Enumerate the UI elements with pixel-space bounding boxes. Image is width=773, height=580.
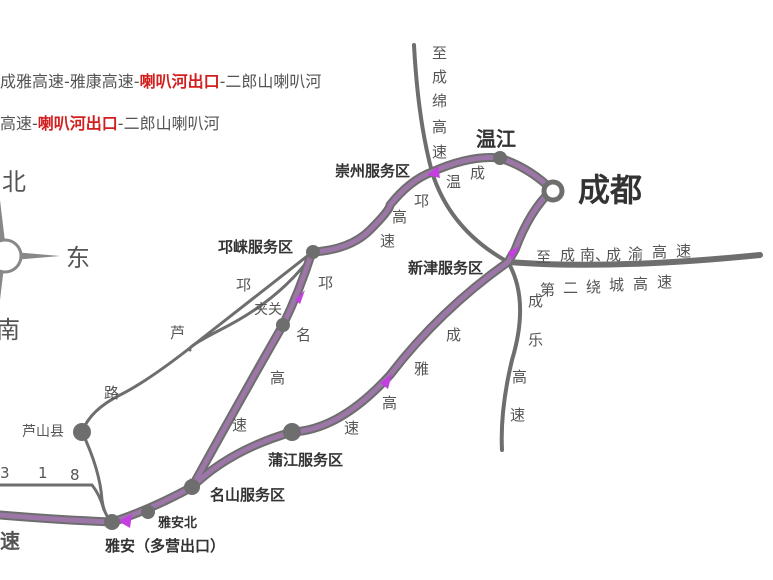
svg-text:1: 1	[38, 464, 48, 482]
arrow-icon	[295, 290, 305, 304]
svg-text:雅: 雅	[414, 360, 429, 378]
svg-text:8: 8	[70, 466, 80, 484]
road-chengle	[499, 260, 523, 452]
svg-text:高: 高	[633, 275, 648, 293]
svg-text:芦: 芦	[170, 324, 185, 342]
svg-text:成: 成	[606, 246, 621, 264]
compass-icon: 北 东 南	[0, 168, 90, 344]
label-lushan: 芦山县	[22, 424, 64, 440]
road-lushan-yaan	[80, 430, 114, 524]
svg-text:城: 城	[609, 276, 624, 294]
svg-text:渝: 渝	[628, 245, 643, 263]
road-318	[0, 483, 106, 512]
wenjiang-marker	[493, 151, 507, 165]
qionglai-marker	[306, 245, 320, 259]
svg-text:成: 成	[560, 246, 575, 264]
arrow-icon	[508, 246, 520, 260]
svg-text:高: 高	[270, 369, 285, 387]
svg-text:高: 高	[512, 368, 527, 386]
svg-text:速: 速	[0, 529, 20, 553]
road-lu-qiong-outer	[80, 248, 317, 434]
svg-text:成: 成	[446, 326, 461, 344]
arrow-icon	[380, 374, 392, 389]
pujiang-marker	[283, 423, 301, 441]
svg-text:3: 3	[0, 464, 10, 482]
svg-text:乐: 乐	[528, 331, 543, 349]
chengdu-marker	[541, 179, 565, 203]
svg-text:绕: 绕	[586, 278, 601, 296]
svg-text:二: 二	[563, 279, 578, 297]
arrow-icon	[427, 166, 440, 178]
route-description-2: 高速-喇叭河出口-二郎山喇叭河	[0, 114, 220, 133]
svg-text:高: 高	[392, 208, 407, 226]
compass-east: 东	[66, 244, 90, 272]
road-lu-qiong-inner	[187, 253, 314, 352]
route-description-1: 成雅高速-雅康高速-喇叭河出口-二郎山喇叭河	[0, 72, 322, 91]
label-yaanbei: 雅安北	[158, 515, 197, 531]
road-wen-xinjin	[430, 170, 510, 264]
label-chengdu: 成都	[578, 171, 642, 209]
svg-text:成: 成	[470, 164, 485, 182]
svg-text:速: 速	[344, 419, 359, 437]
compass-north: 北	[2, 168, 26, 196]
svg-text:第: 第	[540, 281, 555, 299]
road-chengmian	[412, 43, 434, 174]
label-chongzhou: 崇州服务区	[335, 162, 410, 180]
label-qionglai: 邛崃服务区	[218, 238, 293, 256]
label-xinjin: 新津服务区	[408, 259, 483, 277]
road-chengnan	[505, 252, 763, 268]
svg-text:速: 速	[676, 242, 691, 260]
svg-text:温: 温	[446, 173, 461, 191]
svg-text:高: 高	[382, 394, 397, 412]
svg-text:邛: 邛	[318, 274, 333, 292]
yaanbei-marker	[141, 505, 155, 519]
svg-text:成: 成	[432, 68, 447, 86]
svg-text:速: 速	[657, 273, 672, 291]
svg-text:至: 至	[432, 44, 447, 62]
jiaguan-marker	[276, 318, 290, 332]
mingshan-marker	[184, 479, 200, 495]
svg-text:路: 路	[104, 384, 119, 402]
svg-text:速: 速	[432, 143, 447, 161]
road-labels: 至成绵高速 温成 邛高速 至成南、成渝高速 第二绕城高速 成乐高速 成雅高速 邛…	[0, 44, 691, 553]
label-wenjiang: 温江	[476, 127, 516, 151]
svg-text:成: 成	[528, 292, 543, 310]
compass-south: 南	[0, 316, 20, 344]
label-mingshan: 名山服务区	[210, 486, 285, 504]
svg-text:速: 速	[380, 232, 395, 250]
svg-text:绵: 绵	[432, 92, 447, 110]
svg-text:速: 速	[510, 406, 525, 424]
svg-text:至: 至	[536, 248, 551, 266]
arrow-icon	[118, 514, 132, 528]
label-pujiang: 蒲江服务区	[268, 451, 343, 469]
svg-text:高: 高	[652, 243, 667, 261]
svg-text:邛: 邛	[414, 192, 429, 210]
svg-text:高: 高	[432, 118, 447, 136]
lushan-marker	[73, 423, 91, 441]
label-jiaguan: 夹关	[254, 302, 282, 318]
label-yaan: 雅安（多营出口）	[104, 537, 225, 555]
yaan-marker	[104, 514, 120, 530]
svg-text:邛: 邛	[236, 276, 251, 294]
svg-text:速: 速	[232, 416, 247, 434]
svg-text:南、: 南、	[580, 246, 610, 264]
svg-text:名: 名	[296, 326, 311, 344]
